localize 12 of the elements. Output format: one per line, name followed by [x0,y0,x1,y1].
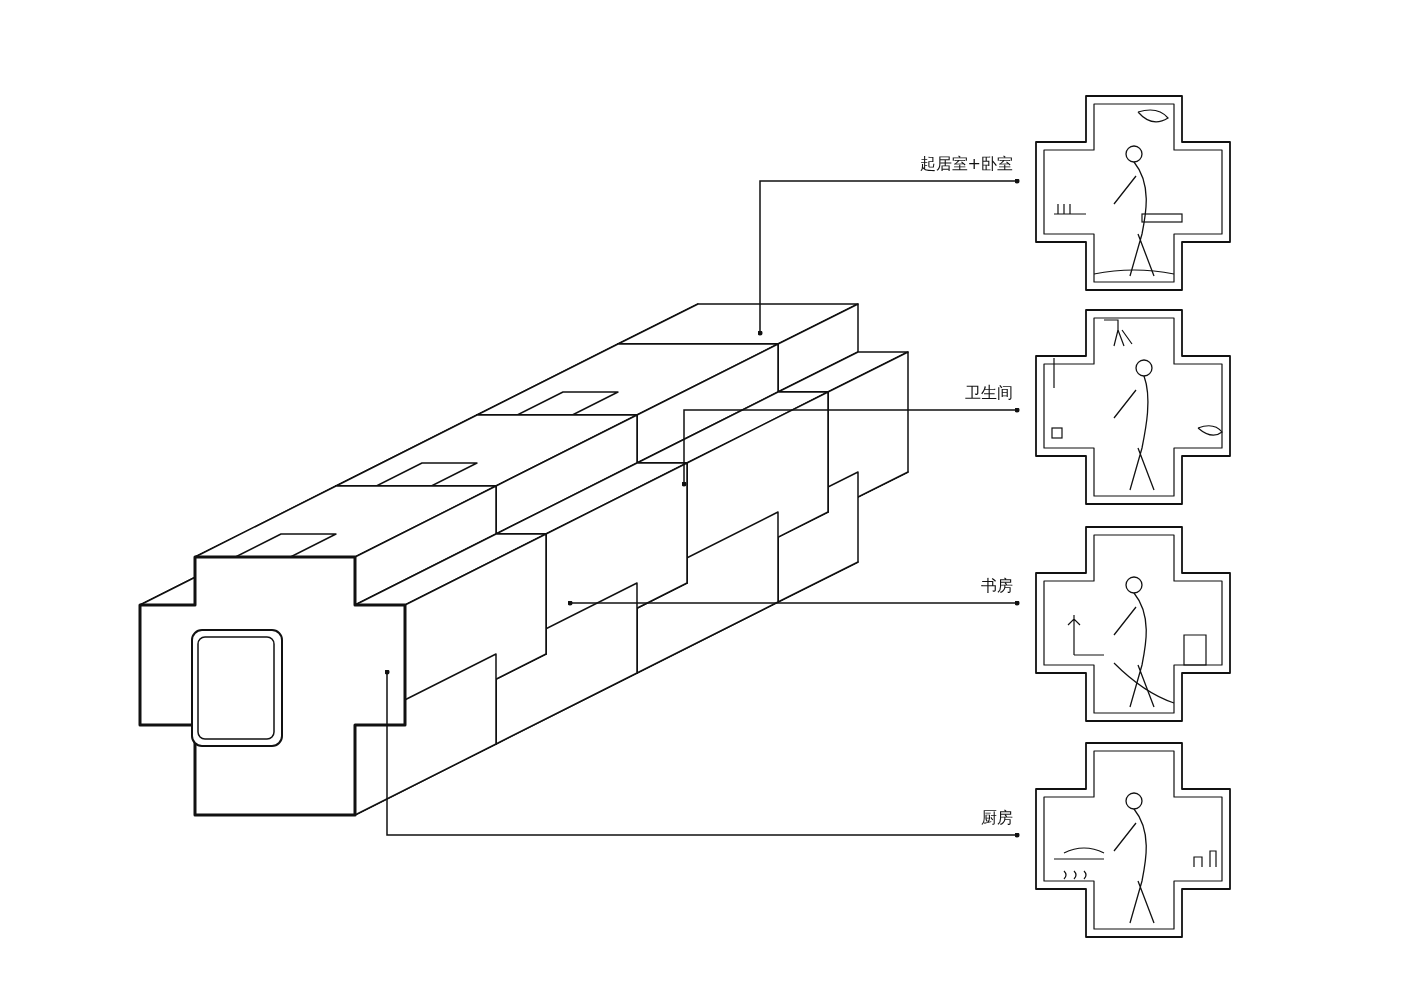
leader-line [384,669,1020,838]
leader-line [757,178,1020,336]
leader-line [567,600,1020,606]
room-cross-section-drawing [1033,93,1233,293]
room-label: 书房 [981,575,1013,597]
room-cross-section-drawing [1033,740,1233,940]
room-cross-section-drawing [1033,307,1233,507]
leader-line [681,407,1020,487]
room-label: 卫生间 [965,382,1013,404]
room-cross-section-drawing [1033,524,1233,724]
room-label: 厨房 [981,807,1013,829]
room-label: 起居室+卧室 [919,153,1013,175]
